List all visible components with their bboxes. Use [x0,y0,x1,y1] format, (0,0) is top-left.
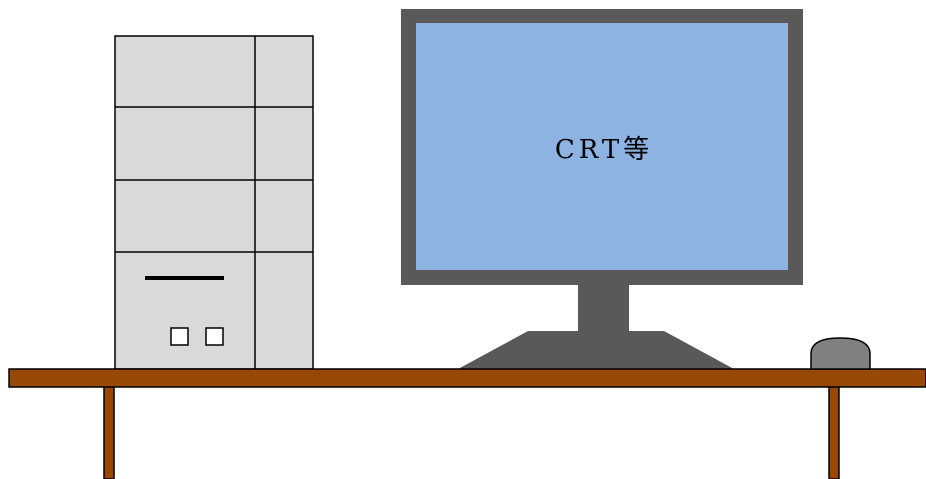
disk-slot [145,276,224,280]
tower-case [114,35,314,370]
desk-leg-left [103,385,115,479]
mouse [810,337,871,370]
monitor-screen [416,23,788,270]
monitor-stand-base [458,331,734,369]
desk-leg-right [828,385,840,479]
power-button [170,327,189,346]
screen-label: CRT等 [555,135,653,165]
desktop-tower [114,35,314,370]
monitor-stand-neck [578,284,629,332]
monitor: CRT等 [401,9,803,369]
desk-legs [103,385,840,479]
reset-button [205,327,224,346]
desk-top [8,368,926,388]
